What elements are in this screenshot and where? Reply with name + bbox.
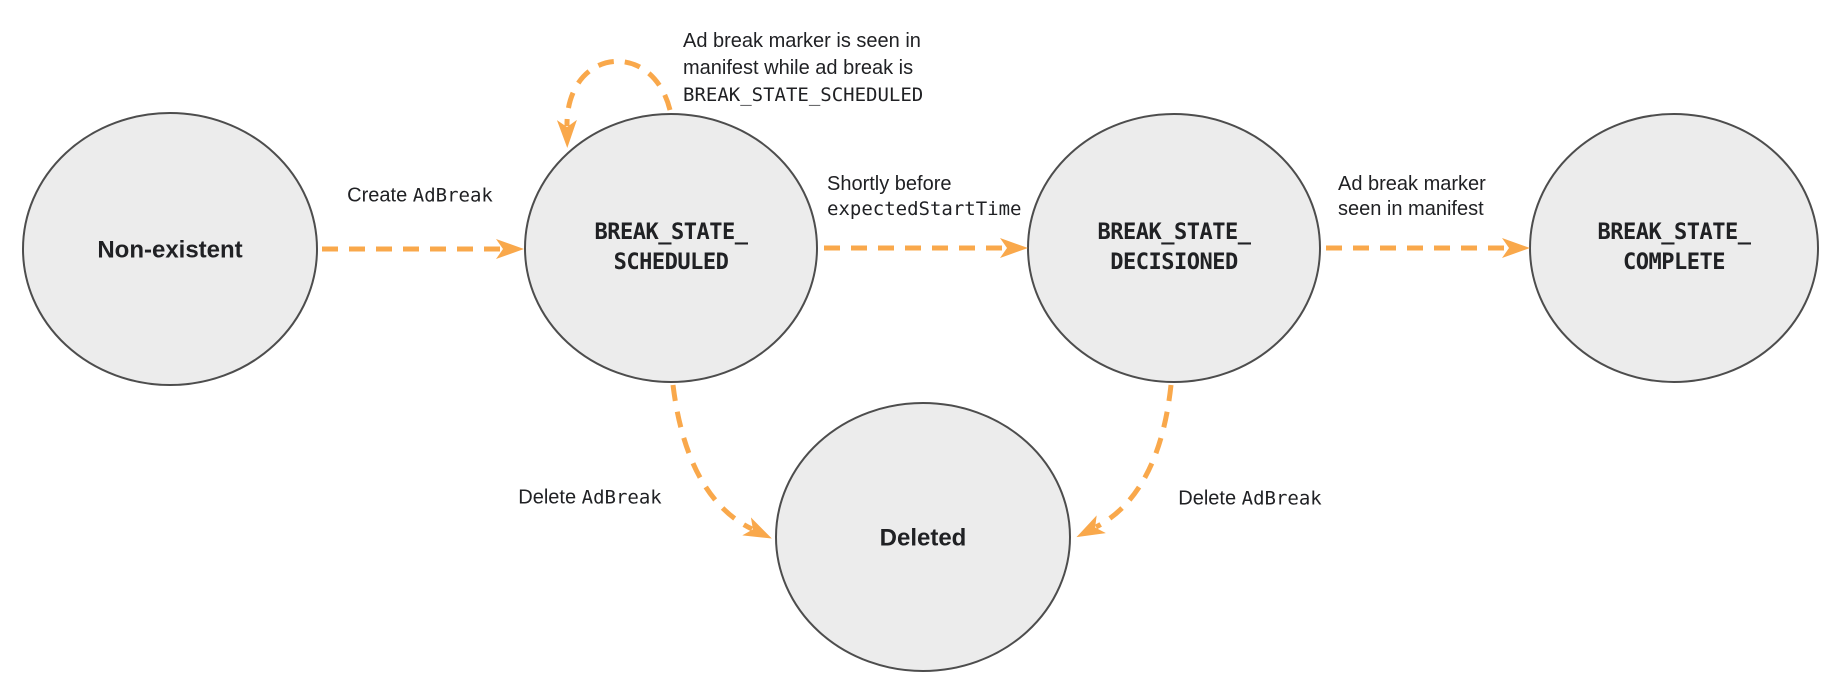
state-label-deleted: Deleted [879,524,967,552]
transition-label-marker-seen: Ad break marker seen in manifest [1338,172,1486,222]
state-circle-break-state-decisioned [1027,113,1321,383]
transition-label-delete-adbreak-right: Delete AdBreak [1178,487,1321,512]
state-circle-break-state-complete [1529,113,1819,383]
label-text: Ad break marker is seen in [683,30,921,52]
state-label-break-state-scheduled: BREAK_STATE_ SCHEDULED [595,218,748,278]
label-code-text: AdBreak [412,184,493,207]
state-label-line: DECISIONED [1110,250,1238,275]
label-text: Create [347,184,413,207]
transition-label-shortly-before: Shortly before expectedStartTime [827,172,1021,222]
transition-arrow-scheduled-to-deleted [670,384,772,539]
self-loop-arrow-scheduled [556,58,673,148]
state-label-line: BREAK_STATE_ [1097,220,1251,245]
state-label-line: BREAK_STATE_ [594,220,748,245]
transition-arrow-decisioned-to-deleted [1076,384,1174,538]
label-code-text: BREAK_STATE_SCHEDULED [683,84,924,106]
transition-label-delete-adbreak-left: Delete AdBreak [518,486,661,511]
state-label-line: SCHEDULED [613,250,729,275]
label-text: Shortly before [827,173,952,195]
label-code-text: AdBreak [1241,487,1322,510]
state-label-line: BREAK_STATE_ [1597,220,1751,245]
state-circle-break-state-scheduled [524,113,818,383]
label-code-text: AdBreak [581,486,662,509]
transition-label-self-loop: Ad break marker is seen in manifest whil… [683,28,923,109]
state-label-break-state-complete: BREAK_STATE_ COMPLETE [1598,218,1751,278]
state-label-break-state-decisioned: BREAK_STATE_ DECISIONED [1098,218,1251,278]
state-circle-deleted [775,402,1071,672]
label-text: Delete [518,486,582,509]
state-label-line: COMPLETE [1623,250,1725,275]
label-text: manifest while ad break is [683,57,914,79]
label-text: Ad break marker [1338,173,1486,195]
label-code-text: expectedStartTime [827,198,1022,220]
label-text: seen in manifest [1338,198,1484,220]
state-label-non-existent: Non-existent [97,236,243,264]
transition-label-create-adbreak: Create AdBreak [347,184,493,209]
state-circle-non-existent [22,112,318,386]
label-text: Delete [1178,487,1242,510]
